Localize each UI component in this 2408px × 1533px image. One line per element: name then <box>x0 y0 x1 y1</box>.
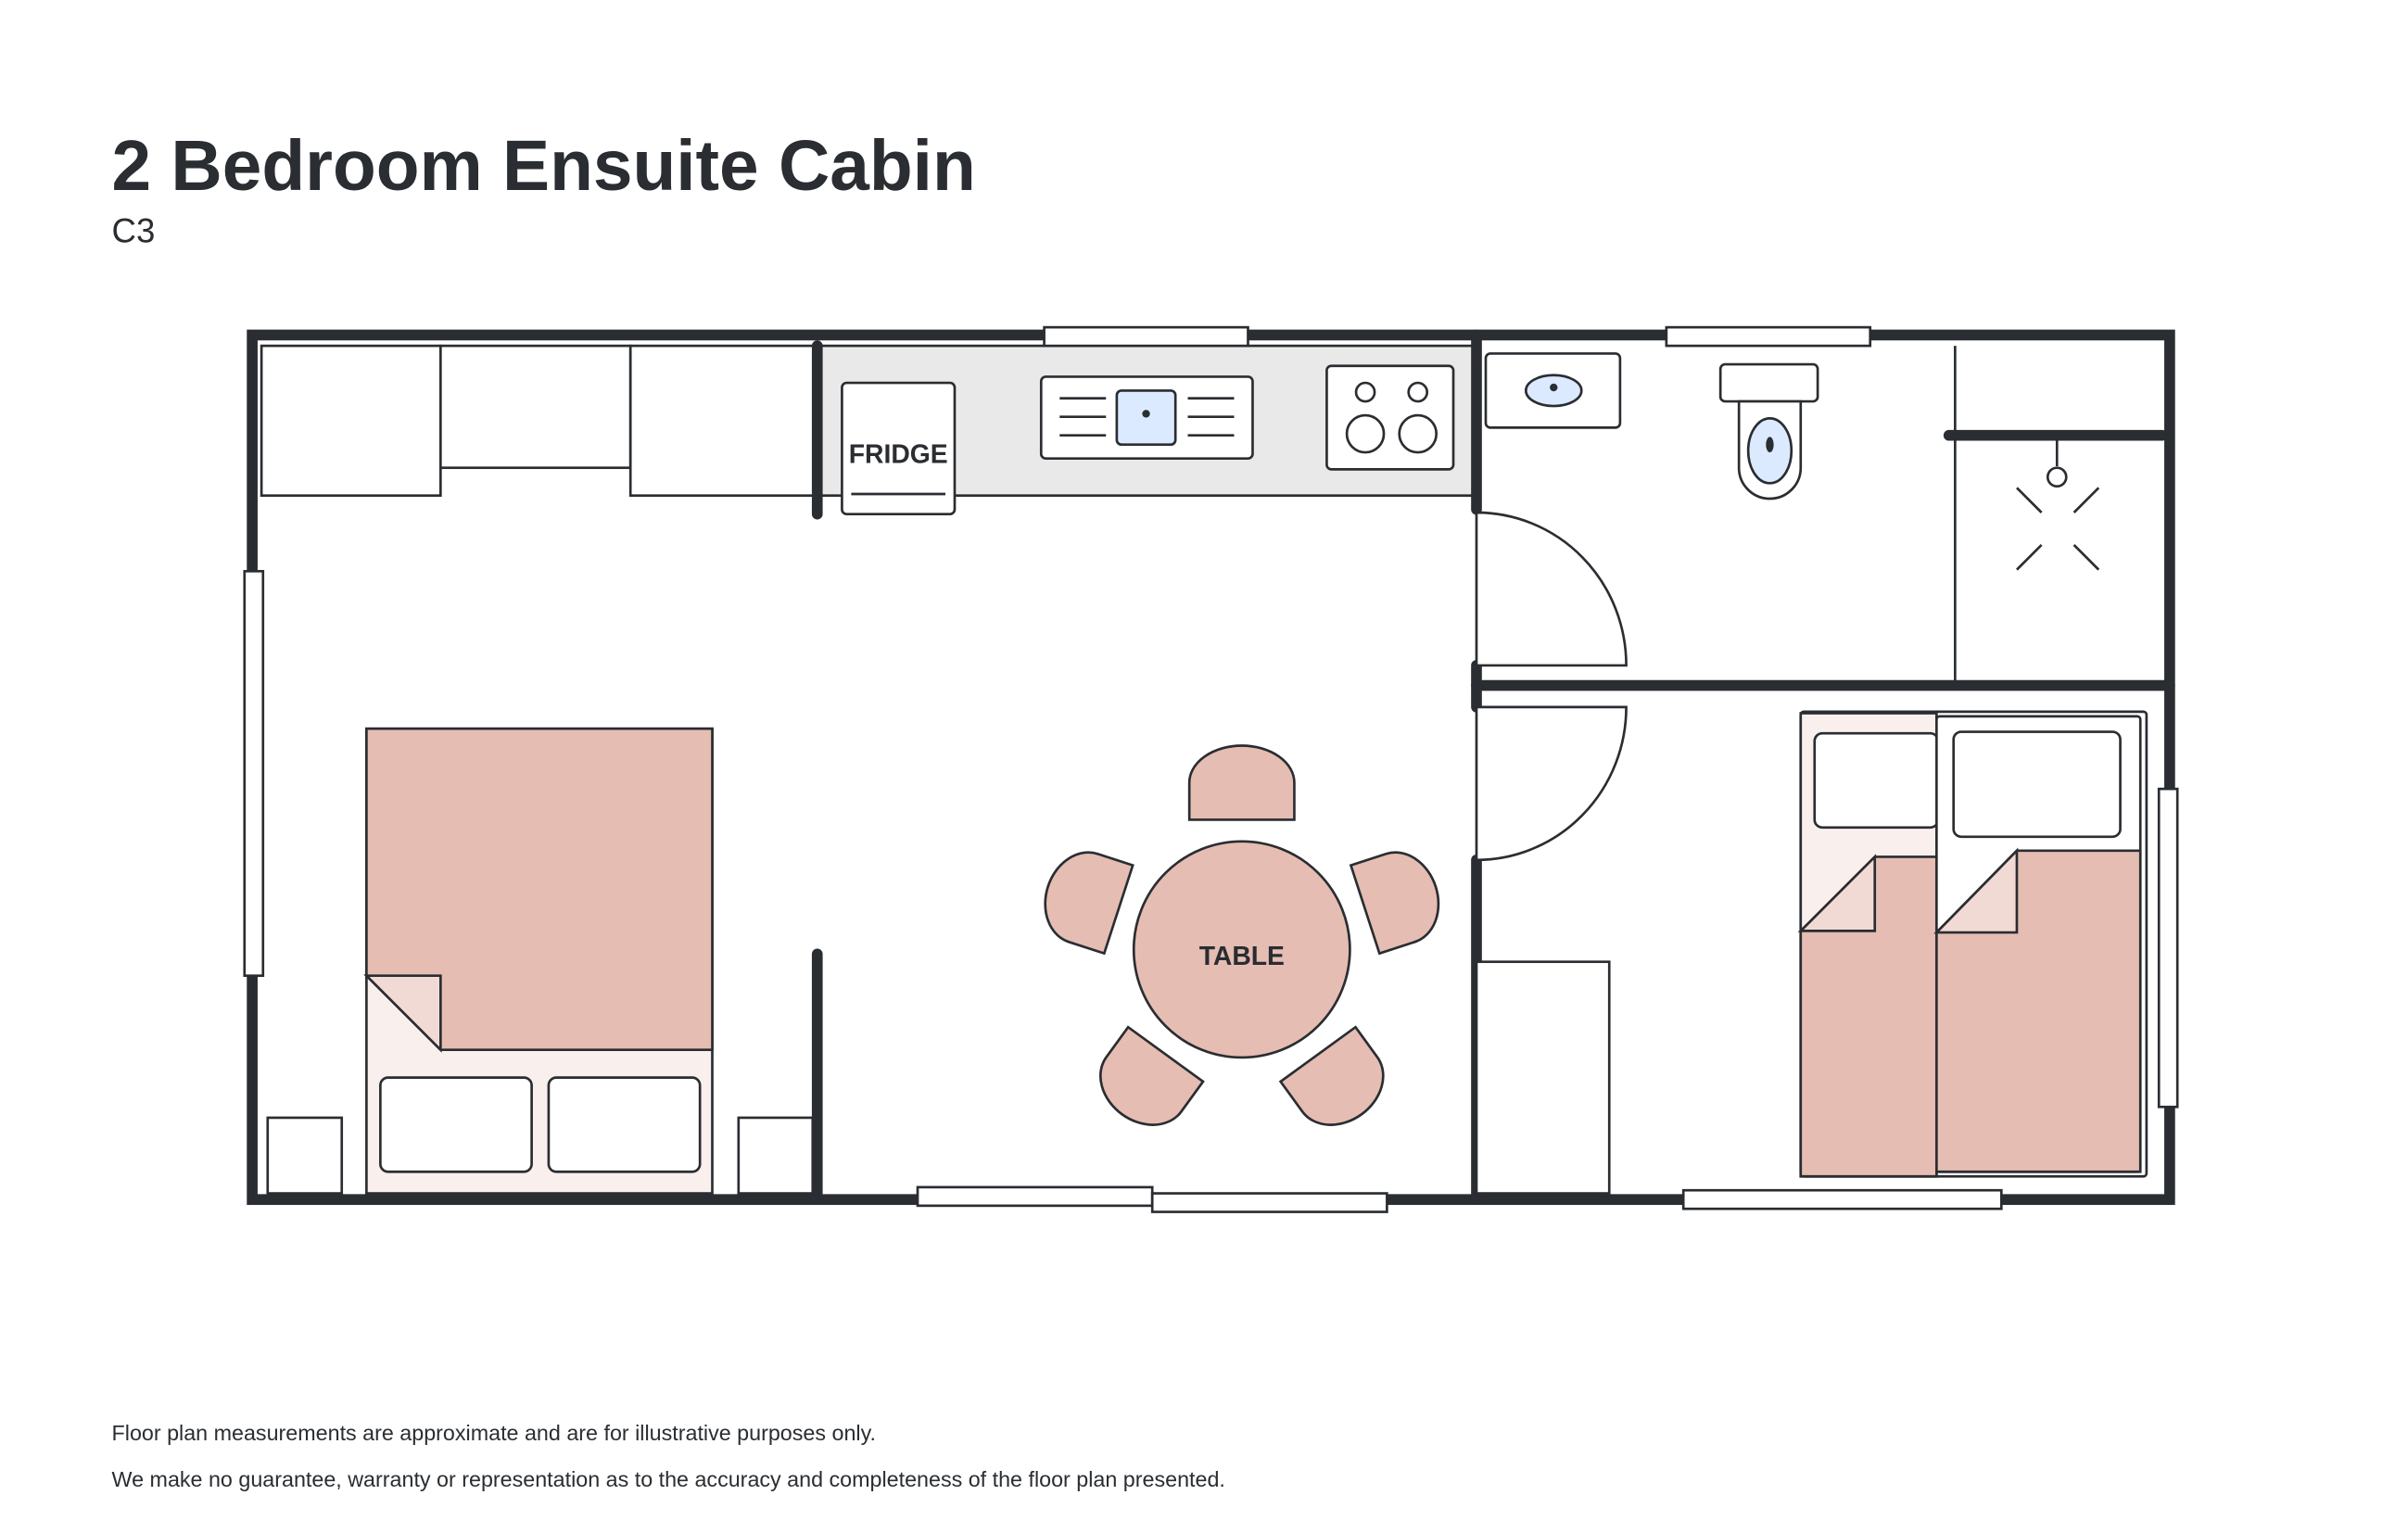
table-label: TABLE <box>1199 941 1285 970</box>
chair <box>1349 851 1440 956</box>
cabinet <box>260 344 442 498</box>
cabinet <box>438 344 632 470</box>
bedside-table <box>737 1116 815 1195</box>
window <box>1150 1192 1388 1213</box>
cabinet <box>628 344 819 498</box>
bathroom-basin-icon <box>1484 352 1622 429</box>
page-title: 2 Bedroom Ensuite Cabin <box>112 127 976 206</box>
toilet-icon <box>1718 362 1819 500</box>
window <box>916 1185 1154 1208</box>
chair <box>1187 744 1296 821</box>
double-bed-icon <box>363 727 714 1195</box>
fridge <box>841 381 957 515</box>
window <box>1043 325 1249 348</box>
window <box>1681 1188 2003 1210</box>
window <box>243 569 265 978</box>
bedside-table <box>266 1116 344 1195</box>
window <box>2157 787 2179 1109</box>
disclaimer-line-1: Floor plan measurements are approximate … <box>112 1421 876 1445</box>
kitchen-sink-icon <box>1039 375 1254 461</box>
floor-plan: FRIDGE <box>243 325 2179 1213</box>
twin-beds-icon <box>1797 710 2148 1178</box>
chair <box>1044 851 1134 956</box>
bedroom-door <box>1475 705 1628 862</box>
wardrobe <box>1475 960 1611 1195</box>
fridge-label: FRIDGE <box>849 439 948 469</box>
chair <box>1099 1025 1205 1126</box>
chair <box>1278 1025 1385 1126</box>
dining-table <box>1132 840 1351 1059</box>
cooktop-icon <box>1325 364 1455 471</box>
shower-icon <box>2016 439 2100 571</box>
bathroom-door <box>1475 511 1628 667</box>
page-subtitle: C3 <box>112 212 156 250</box>
window <box>1665 325 1872 348</box>
dining-set: TABLE <box>1044 744 1440 1126</box>
disclaimer-line-2: We make no guarantee, warranty or repres… <box>112 1467 1225 1491</box>
